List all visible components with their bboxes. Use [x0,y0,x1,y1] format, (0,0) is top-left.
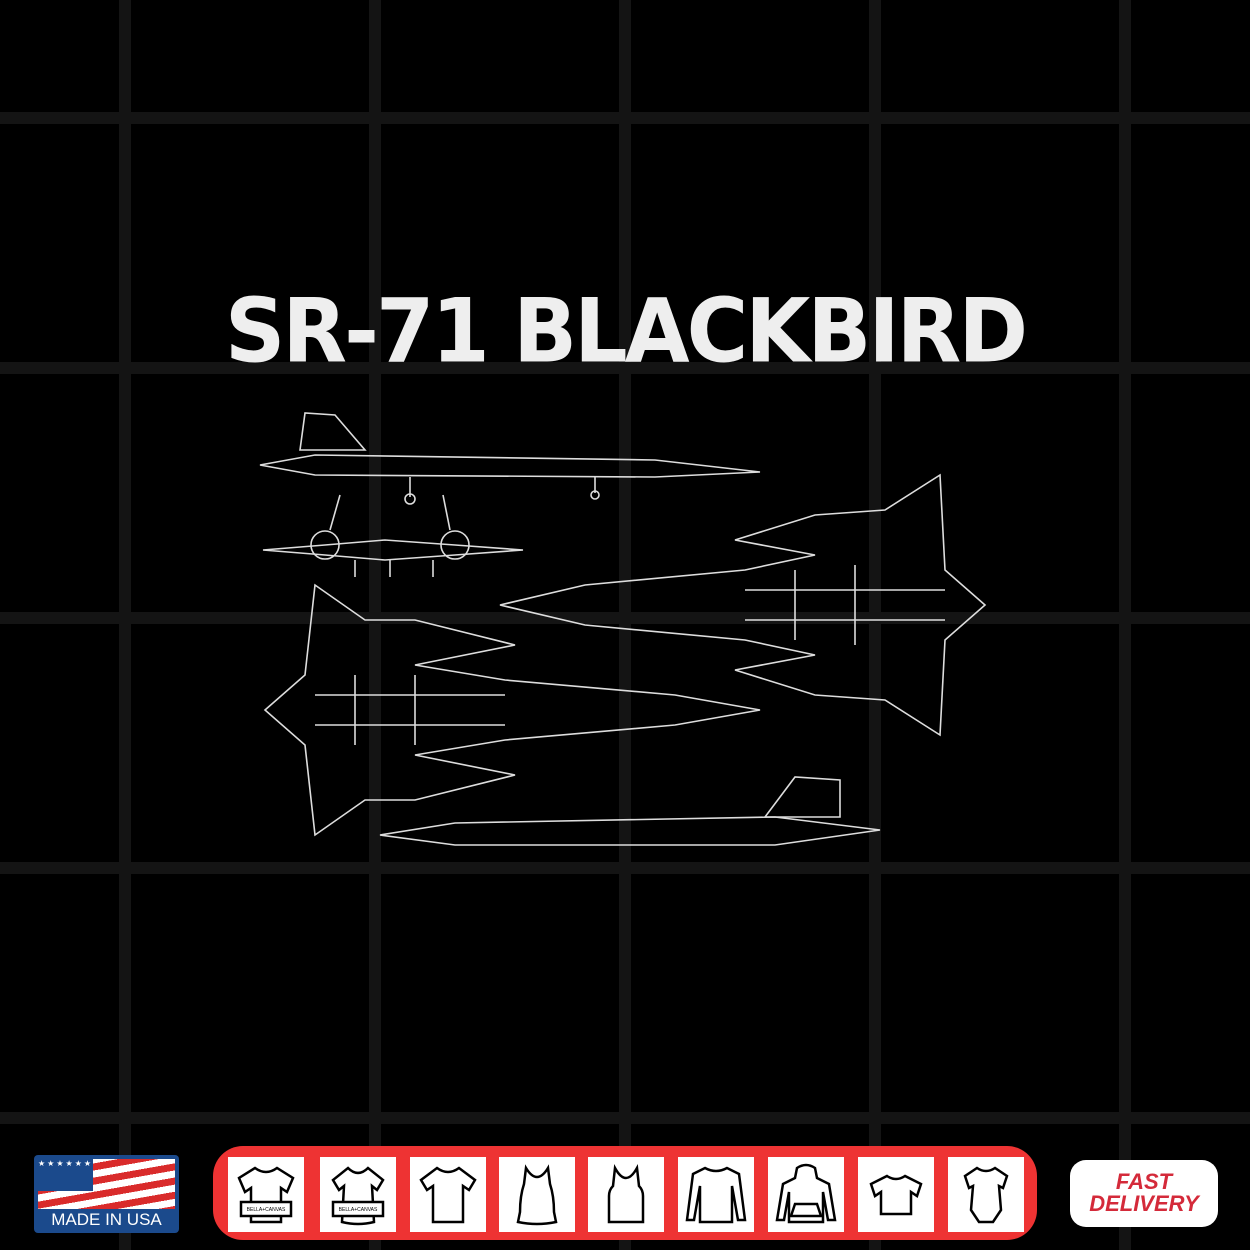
grid-line [119,0,131,1250]
brand-tag-label: BELLA+CANVAS [339,1207,378,1213]
long-sleeve-option[interactable] [678,1157,754,1232]
youth-tee-option[interactable] [858,1157,934,1232]
long-sleeve-icon [685,1166,747,1223]
onesie-icon [963,1165,1009,1223]
womens-tshirt-icon: BELLA+CANVAS [331,1165,385,1225]
us-flag-icon: ★★★★★★★★★★★★★★★★★★★★★★★★★★★★★ [38,1159,175,1209]
bella-canvas-womens-tee-option[interactable]: BELLA+CANVAS [320,1157,396,1232]
grid-line [0,112,1250,124]
blackbird-blueprint-illustration [259,412,987,846]
tee-option[interactable] [410,1157,486,1232]
racerback-tank-icon [516,1163,558,1225]
tank-option[interactable] [588,1157,664,1232]
grid-line [869,0,881,1250]
racerback-tank-option[interactable] [499,1157,575,1232]
grid-line [0,612,1250,624]
hoodie-icon [775,1163,837,1223]
bella-canvas-tee-option[interactable]: BELLA+CANVAS [228,1157,304,1232]
fast-delivery-badge: FAST DELIVERY [1070,1160,1218,1227]
fast-label: FAST [1115,1169,1173,1194]
grid-line [1119,0,1131,1250]
tank-top-icon [607,1163,645,1223]
baby-onesie-option[interactable] [948,1157,1024,1232]
delivery-label: DELIVERY [1089,1191,1199,1216]
grid-line [369,0,381,1250]
tshirt-icon [419,1165,477,1223]
grid-line [0,862,1250,874]
grid-line [0,1112,1250,1124]
product-types-bar: BELLA+CANVAS BELLA+CANVAS [213,1146,1037,1240]
grid-line [619,0,631,1250]
youth-tshirt-icon [869,1174,923,1215]
design-title: SR-71 BLACKBIRD [224,279,1028,383]
made-in-usa-badge: ★★★★★★★★★★★★★★★★★★★★★★★★★★★★★ MADE IN US… [34,1155,179,1233]
hoodie-option[interactable] [768,1157,844,1232]
grid-line [0,362,1250,374]
tshirt-icon: BELLA+CANVAS [237,1165,295,1223]
brand-tag-label: BELLA+CANVAS [247,1207,286,1213]
made-in-usa-label: MADE IN USA [51,1210,162,1229]
